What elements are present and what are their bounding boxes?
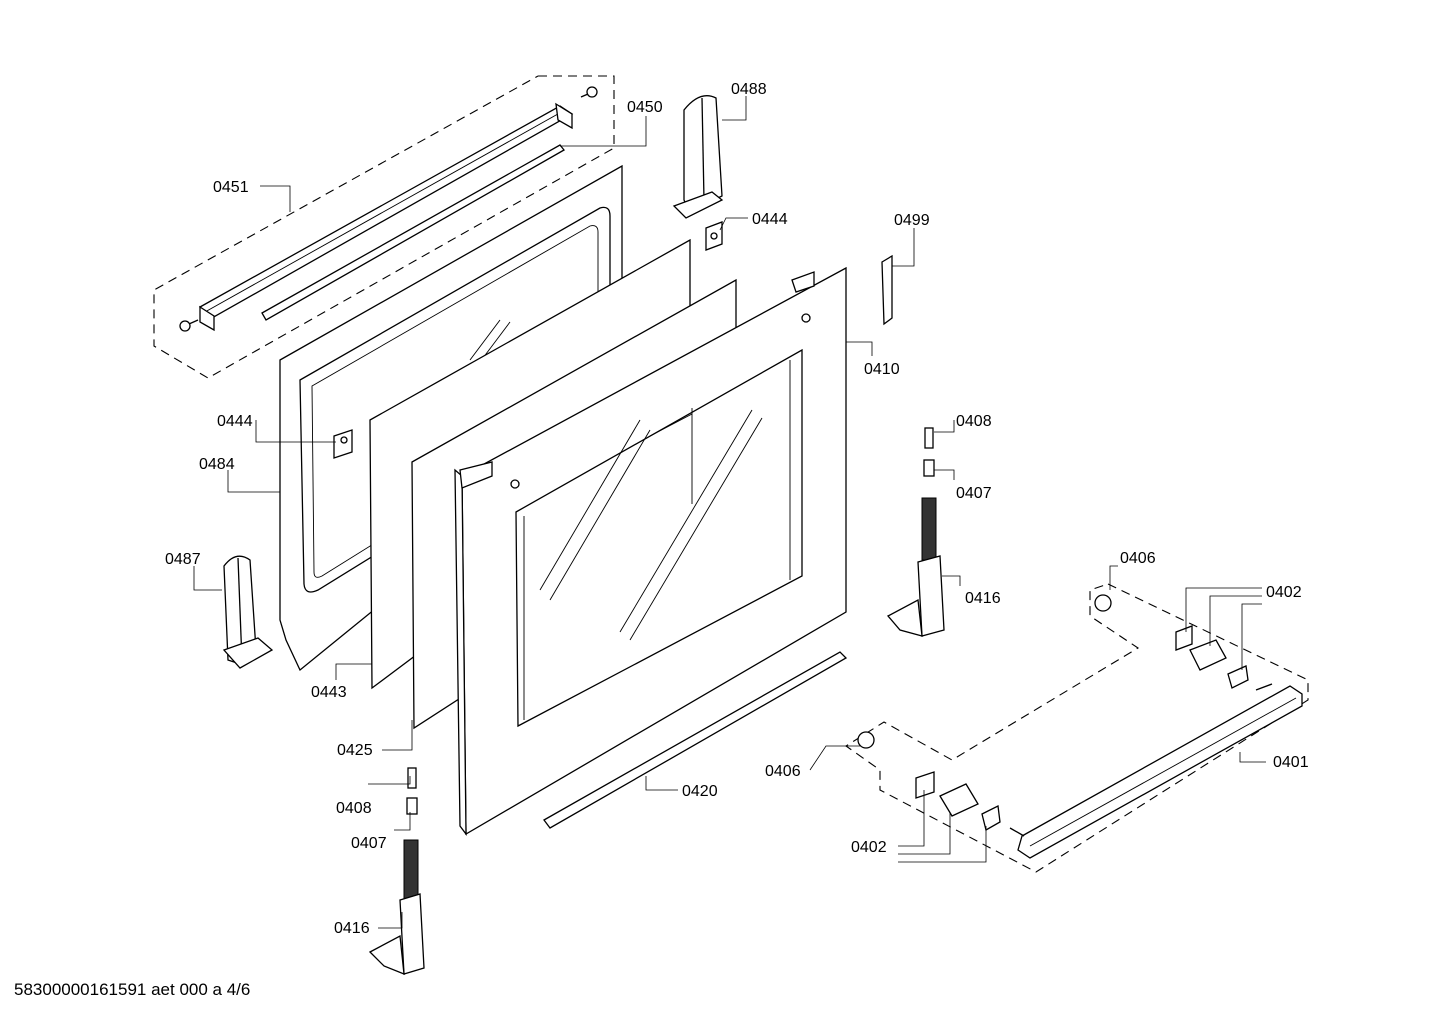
label-0444-top: 0444 bbox=[752, 211, 788, 228]
label-0407-right: 0407 bbox=[956, 485, 992, 502]
screw-icon bbox=[179, 319, 199, 332]
label-0484: 0484 bbox=[199, 456, 235, 473]
label-0416-right: 0416 bbox=[965, 590, 1001, 607]
label-0406-top: 0406 bbox=[1120, 550, 1156, 567]
label-0451: 0451 bbox=[213, 179, 249, 196]
label-0408-right: 0408 bbox=[956, 413, 992, 430]
hinge-assembly-right bbox=[886, 427, 945, 637]
clip-0444-top bbox=[705, 221, 723, 251]
label-0402-top: 0402 bbox=[1266, 584, 1302, 601]
document-id-footer: 58300000161591 aet 000 a 4/6 bbox=[14, 980, 251, 999]
label-0406-bottom: 0406 bbox=[765, 763, 801, 780]
label-0410: 0410 bbox=[864, 361, 900, 378]
hinge-cover-0488 bbox=[672, 95, 724, 219]
clip-0444-mid bbox=[333, 429, 353, 459]
label-0443: 0443 bbox=[311, 684, 347, 701]
label-0402-bottom: 0402 bbox=[851, 839, 887, 856]
leader-lines bbox=[193, 96, 1266, 929]
label-0488: 0488 bbox=[731, 81, 767, 98]
label-0408-left: 0408 bbox=[336, 800, 372, 817]
outer-door-panel bbox=[454, 266, 847, 836]
end-cap-icon bbox=[857, 731, 875, 749]
label-0444-mid: 0444 bbox=[217, 413, 253, 430]
label-0420: 0420 bbox=[682, 783, 718, 800]
end-cap-icon bbox=[1094, 594, 1112, 612]
hinge-assembly-left bbox=[368, 767, 425, 976]
trim-strip-group bbox=[153, 75, 615, 379]
label-0401: 0401 bbox=[1273, 754, 1309, 771]
bottom-seal-0420 bbox=[543, 651, 848, 829]
label-0416-left: 0416 bbox=[334, 920, 370, 937]
label-0407-left: 0407 bbox=[351, 835, 387, 852]
label-0499: 0499 bbox=[894, 212, 930, 229]
hinge-cover-0487 bbox=[222, 555, 274, 669]
label-0487: 0487 bbox=[165, 551, 201, 568]
label-0425: 0425 bbox=[337, 742, 373, 759]
handle-group bbox=[845, 583, 1309, 873]
label-0450: 0450 bbox=[627, 99, 663, 116]
screw-icon bbox=[580, 86, 598, 98]
strip-0499 bbox=[881, 254, 893, 326]
